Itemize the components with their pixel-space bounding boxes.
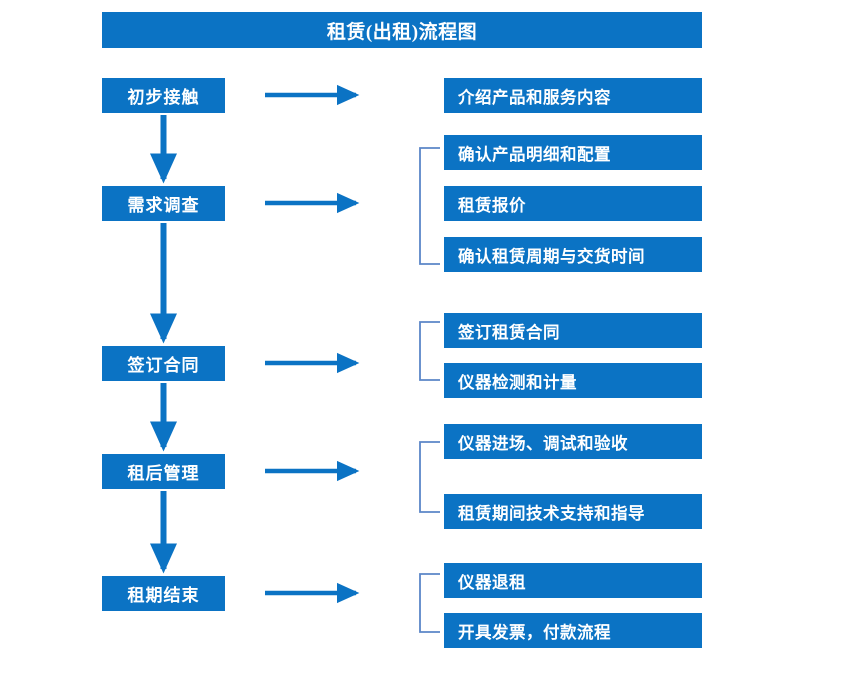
detail-box-2[interactable]: 确认产品明细和配置 xyxy=(444,135,702,170)
detail-box-9[interactable]: 仪器退租 xyxy=(444,563,702,598)
stage-label-3: 签订合同 xyxy=(127,356,200,375)
stage-label-2: 需求调查 xyxy=(127,196,200,215)
detail-box-8[interactable]: 租赁期间技术支持和指导 xyxy=(444,494,702,529)
detail-box-7[interactable]: 仪器进场、调试和验收 xyxy=(444,424,702,459)
stage-label-1: 初步接触 xyxy=(127,88,200,107)
diagram-title-bar: 租赁(出租)流程图 xyxy=(102,12,702,48)
stage-label-4: 租后管理 xyxy=(127,464,200,483)
detail-box-1[interactable]: 介绍产品和服务内容 xyxy=(444,78,702,113)
stage-label-5: 租期结束 xyxy=(127,586,200,605)
detail-label-4: 确认租赁周期与交货时间 xyxy=(458,246,645,266)
detail-label-8: 租赁期间技术支持和指导 xyxy=(458,503,645,523)
detail-box-10[interactable]: 开具发票，付款流程 xyxy=(444,613,702,648)
stage-box-1[interactable]: 初步接触 xyxy=(102,78,225,113)
bracket-group-2 xyxy=(419,147,440,265)
detail-label-3: 租赁报价 xyxy=(458,195,526,215)
detail-box-5[interactable]: 签订租赁合同 xyxy=(444,313,702,348)
bracket-group-3 xyxy=(419,321,440,381)
detail-label-2: 确认产品明细和配置 xyxy=(458,144,611,164)
detail-box-3[interactable]: 租赁报价 xyxy=(444,186,702,221)
page-title: 租赁(出租)流程图 xyxy=(326,21,478,43)
bracket-group-4 xyxy=(419,441,440,513)
detail-label-5: 签订租赁合同 xyxy=(458,322,560,342)
detail-label-1: 介绍产品和服务内容 xyxy=(458,87,611,107)
detail-box-4[interactable]: 确认租赁周期与交货时间 xyxy=(444,237,702,272)
stage-box-5[interactable]: 租期结束 xyxy=(102,576,225,611)
stage-box-3[interactable]: 签订合同 xyxy=(102,346,225,381)
stage-box-4[interactable]: 租后管理 xyxy=(102,454,225,489)
bracket-group-5 xyxy=(419,573,440,633)
detail-label-7: 仪器进场、调试和验收 xyxy=(458,433,628,453)
stage-box-2[interactable]: 需求调查 xyxy=(102,186,225,221)
detail-label-10: 开具发票，付款流程 xyxy=(458,622,611,642)
detail-label-9: 仪器退租 xyxy=(458,572,526,592)
detail-box-6[interactable]: 仪器检测和计量 xyxy=(444,363,702,398)
detail-label-6: 仪器检测和计量 xyxy=(458,372,577,392)
